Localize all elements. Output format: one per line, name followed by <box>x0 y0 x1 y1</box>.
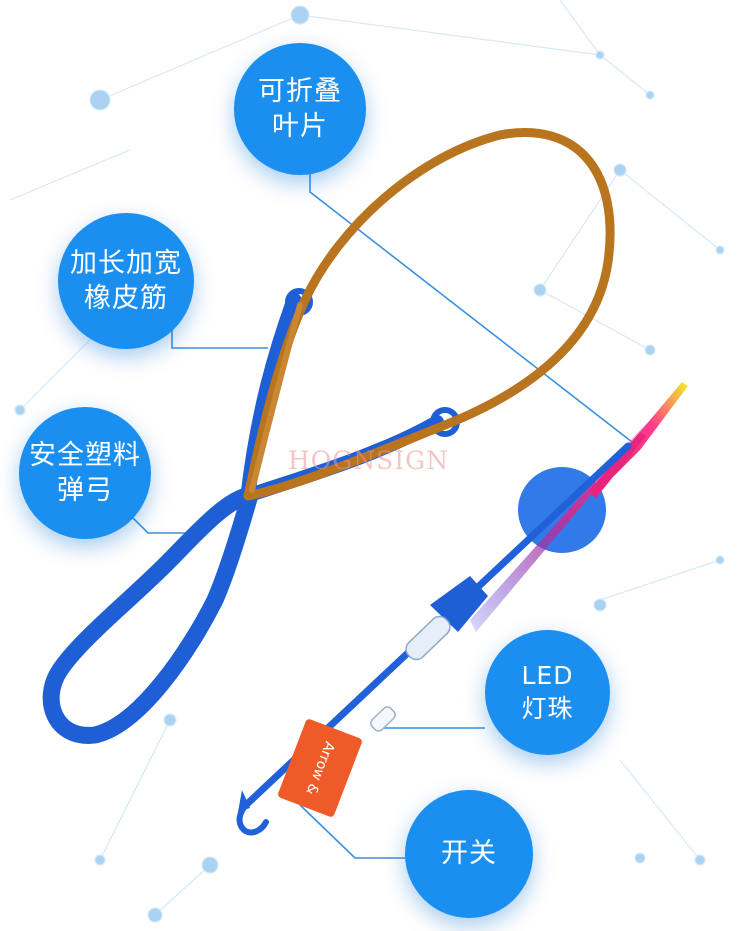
arrow-hook-tip <box>238 790 250 812</box>
slingshot-handle-hole <box>83 640 157 720</box>
leader-line-switch <box>299 804 405 859</box>
callout-rubber-band: 加长加宽 橡皮筋 <box>58 213 194 349</box>
led-bead <box>370 706 396 732</box>
callout-leaf-line2: 叶片 <box>272 111 328 142</box>
callout-led-bead: LED 灯珠 <box>485 630 610 755</box>
switch-tag: Arrow & <box>278 719 362 817</box>
callout-sling-line2: 弹弓 <box>57 475 113 506</box>
callout-switch: 开关 <box>405 790 533 918</box>
arrow-tail-pink <box>588 432 646 498</box>
callout-switch-line1: 开关 <box>441 838 497 870</box>
callout-band-line1: 加长加宽 <box>70 247 182 279</box>
callout-band-line2: 橡皮筋 <box>84 283 168 314</box>
arrow-led-housing <box>405 615 451 661</box>
callout-plastic-slingshot: 安全塑料 弹弓 <box>19 407 151 539</box>
callout-led-line1: LED <box>521 661 574 690</box>
callout-leaf-line1: 可折叠 <box>258 75 342 107</box>
flash-arrow: Arrow & <box>236 382 688 836</box>
rubber-band <box>243 128 615 501</box>
slingshot-handle <box>42 486 259 744</box>
callout-foldable-leaf: 可折叠 叶片 <box>234 43 366 175</box>
leader-line-band <box>171 318 268 349</box>
watermark: HOGNSIGN <box>288 446 449 475</box>
leader-line-leaf <box>309 170 633 443</box>
arrow-hook <box>236 802 269 836</box>
callout-sling-line1: 安全塑料 <box>29 439 141 471</box>
callout-led-line2: 灯珠 <box>521 693 574 723</box>
